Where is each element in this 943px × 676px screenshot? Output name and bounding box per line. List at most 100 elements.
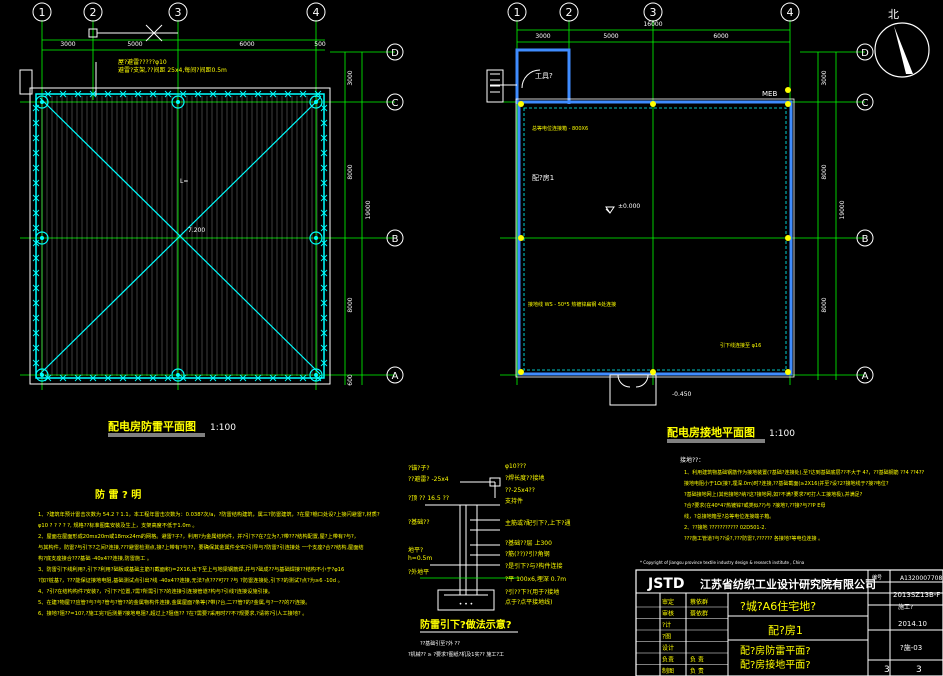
section-sub2: ?机械?? ≥ ?要求?图纸?机及1实?? 施工?工 [408,651,504,658]
axis-bubble-C: C [386,93,404,111]
grounding-note-line: 接地电阻小于1Ω(接?,埋深.0m)时?连接,??基础截面(≥2X16)并至?设… [684,480,889,487]
note-line: 4、?引?在结构构件?安装?，?引下?位置,?需?所需引下?的连接引连接管道?构… [38,587,273,595]
roof-ridges [39,97,321,375]
grounding-note-line: ?基础接地网上(其他接地?纳?这?接地网,如?不满?要求?可打人工接地极),并满… [684,491,863,498]
grounding-note-line: 线，?总接地箱至?总等电位连接端子箱。 [684,513,774,520]
north-compass: 北 [874,8,930,78]
role-name: 蔡依群 [690,610,708,618]
left-label-center: L= [180,178,188,185]
role-name: 负 责 [690,656,704,664]
left-label-mid: 7.200 [188,227,205,234]
axis-label: 2 [90,6,97,19]
axis-label: B [392,234,399,245]
note-line: 与其构件，防雷?与引下?之间?连接,???避雷检测点,接?上带有?与??，要确保… [38,543,364,551]
section-r10: ?引??下?(用于?接地 [505,588,559,596]
note-line: φ10 ? ? ? ? ?, 规格??标准图集安装及生上，支架高度不低于1.0m… [38,521,198,529]
grounding-notes: 1、利用建筑物基础钢筋作为接地装置(?基础?连接处),至?达到基础底层??不大于… [684,469,924,542]
project-name: ?城?A6住宅地? [740,599,816,613]
note-line: 构?底支座接合???基础 -40x4??连接,防雷施工 。 [38,554,152,562]
section-sub1: ??基础引至?外 ?? [420,640,460,647]
left-leader [88,24,178,96]
grounding-note-line: ?合?要求(在40*4?热镀锌?或类似??)与 ?接地?,??接?与??P E母 [684,502,825,509]
building-name: 配?房1 [768,624,803,637]
section-l1: ?锚?子? [408,464,430,472]
note-meb-box: 总等电位连接箱 - 800X6 [532,125,588,132]
note-line: ?加?桩基?，???能保证接地电阻,基础测试点引出?线 -40x4??连接,无法… [38,576,343,584]
section-l6: h=0.5m [408,555,432,562]
note-line: 5、在建?物屋??应管?与?与?管与?管??的金属物构件连接,金属屋面?条等(?… [38,598,310,606]
drawing-no-label: 编号 [872,574,882,581]
dim-total: 16000 [643,21,662,28]
role-label: 审定 [662,598,674,606]
section-l5: 地平? [408,546,423,554]
section-l3: ?顶 ?? 16.5 ?? [408,495,449,502]
axis-label: 3 [175,6,182,19]
note-pipe: 引下线连接至 φ16 [720,342,761,349]
role-label: 制图 [662,667,674,675]
section-l2: ??避雷? -25x4 [408,475,449,483]
axis-label: 3 [650,6,657,19]
dim-text: 3000 [60,41,75,48]
job-no: 2013SZ13B-F [893,591,940,599]
air-terminal-marks [32,90,328,382]
role-label: ?图 [662,634,671,641]
left-note-1: 屋?避雷?????φ10 [118,58,167,66]
role-label: 负责 [662,656,674,664]
level-outside: -0.450 [672,391,692,398]
grounding-notes-head: 接地??： [680,456,704,464]
dim-text: 500 [314,41,326,48]
grounding-note-line: 2、??接地 ??????????? 02D501-2. [684,524,767,531]
section-l4: ?基础?? [408,518,430,526]
section-r2: ?焊长度??接地 [505,474,545,482]
axis-label: C [392,98,399,109]
dim-text: 3000 [821,70,828,85]
note-line: 2、屋面在屋面形成20mx20m或18mx24m的网格。避雷?子?，利用?为金属… [38,532,359,540]
meb-label: MEB [762,90,777,98]
left-plan-grid [20,20,395,390]
drawing-title-1: 配?房防雷平面? [740,644,811,657]
role-name: 蔡依群 [690,598,708,606]
dim-text: 6000 [239,41,254,48]
page-total: 3 [916,665,922,675]
axis-bubble-4: 4 [306,2,326,22]
title-block-roles: 审定蔡依群审核蔡依群?计?图设计负责负 责制图负 责 [636,598,728,676]
dim-text: 8000 [347,164,354,179]
axis-label: 2 [566,6,573,19]
role-label: 设计 [662,644,674,652]
right-plan-title: 配电房接地平面图 [667,425,755,439]
dim-text: 3000 [535,33,550,40]
section-r5: 主筋或?配引下?,上下?通 [505,519,570,527]
axis-bubble-rD: D [856,43,874,61]
note-line: 6、接地?阻??=10?,?施工完?后测量?接地电阻?,超过上?阻值?? ?在?… [38,609,308,617]
axis-bubble-A: A [386,366,404,384]
axis-bubble-r2: 2 [559,2,579,22]
section-r9: ?平 100x6,埋深 0.7m [505,575,566,583]
axis-bubble-rB: B [856,229,874,247]
dim-text: 8000 [821,164,828,179]
note-line: 1、?建筑年预计雷击次数为 54.2 ? 1.1，本工程年雷击次数为：0.038… [38,510,380,518]
role-name: 负 责 [690,667,704,675]
downconductor-points [35,95,323,382]
axis-label: 4 [313,6,320,19]
dim-text: 19000 [839,200,846,219]
roof-hatch [41,96,318,376]
left-plan-scale: 1:100 [210,423,236,433]
section-detail: • • • [420,477,520,611]
axis-bubble-r4: 4 [780,2,800,22]
role-label: 审核 [662,610,674,618]
section-title: 防雷引下?做法示意? [420,618,512,631]
grounding-note-line: ???施工管道?与??设?,???防雷?,?????? 各接地?等电位连接 。 [684,535,823,542]
dim-text: 5000 [603,33,618,40]
left-note-2: 避雷?支架,??间距 25x4,每间?间距0.5m [118,66,227,74]
dim-text: 8000 [347,297,354,312]
axis-bubble-rC: C [856,93,874,111]
axis-label: 1 [39,6,46,19]
axis-label: A [862,371,869,382]
role-label: ?计 [662,621,671,629]
axis-label: D [391,48,399,59]
dim-text: 6000 [713,33,728,40]
axis-label: 4 [787,6,794,19]
notes-title: 防 雷 ? 明 [95,488,141,501]
dim-text: 3000 [347,70,354,85]
